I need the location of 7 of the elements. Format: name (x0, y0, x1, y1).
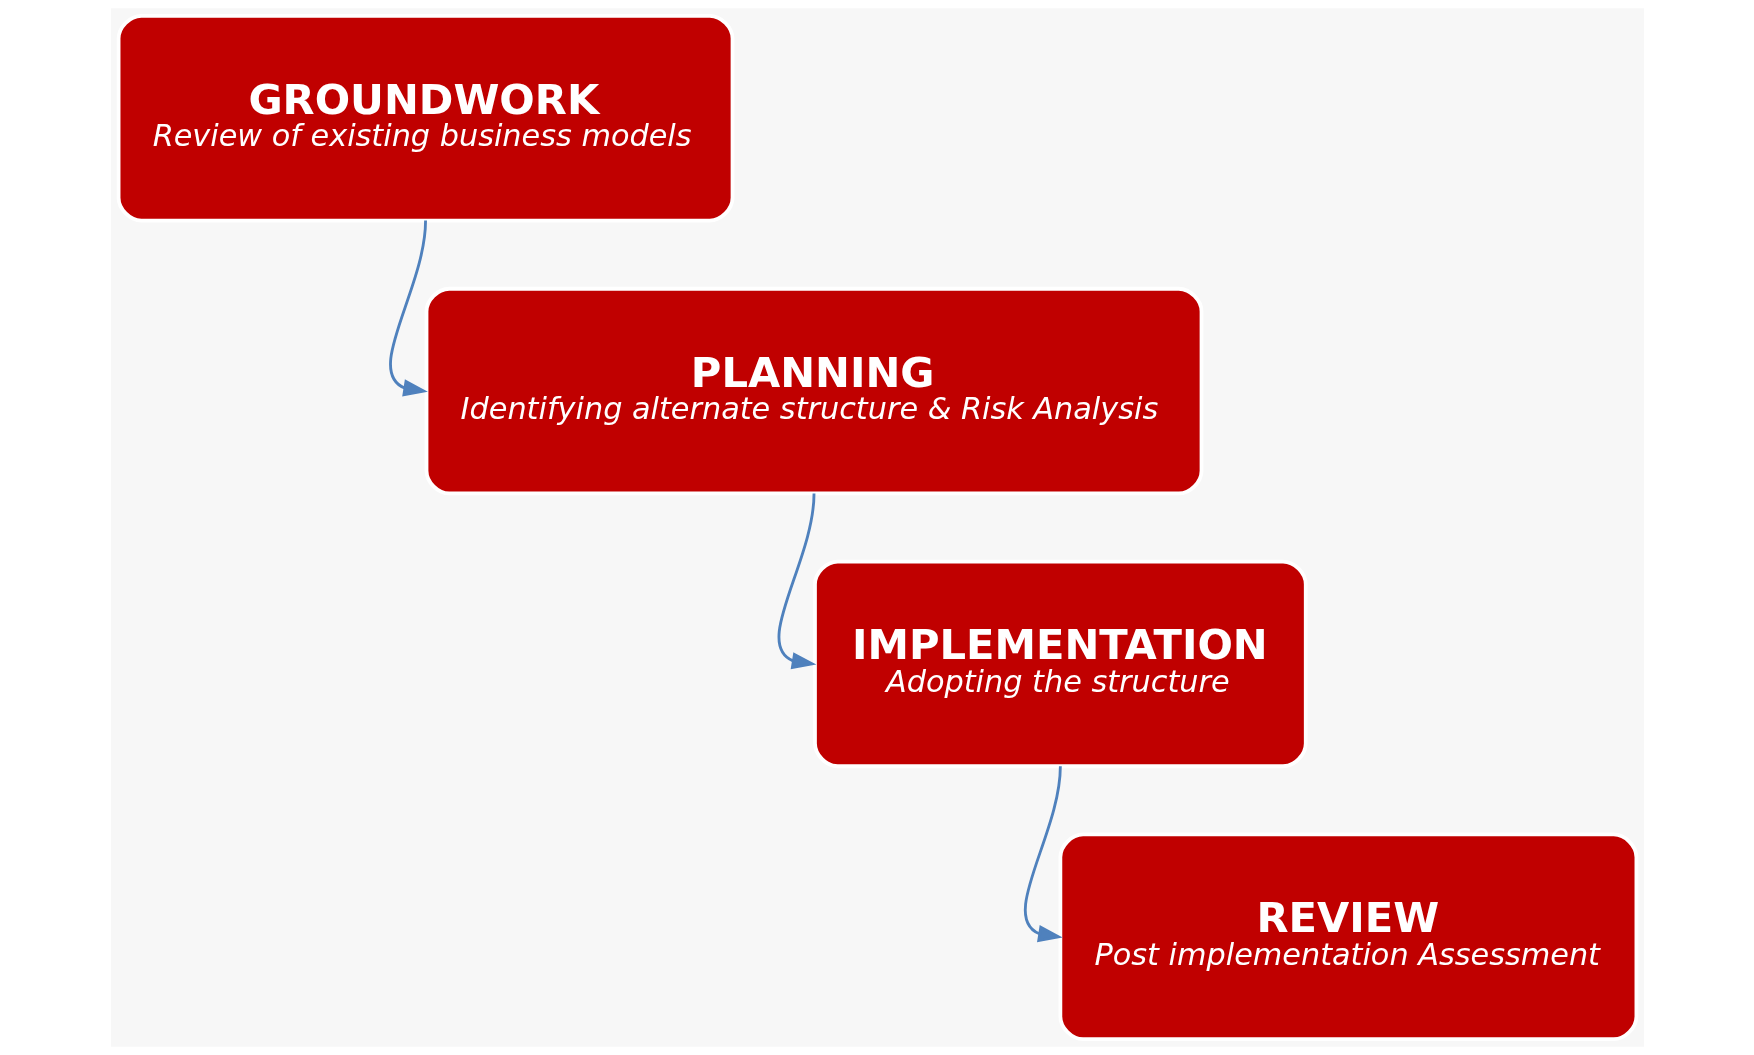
arrow (388, 220, 428, 397)
node-box: PLANNING Identifying alternate structure & Risk Analysis (424, 286, 1203, 496)
node-box: REVIEW Post implementation Assessment (1057, 832, 1638, 1042)
node-box: IMPLEMENTATION Adopting the structure (812, 559, 1308, 769)
node-box: GROUNDWORK Review of existing business models (116, 13, 734, 223)
arrow (1023, 766, 1063, 943)
arrow (777, 493, 816, 670)
